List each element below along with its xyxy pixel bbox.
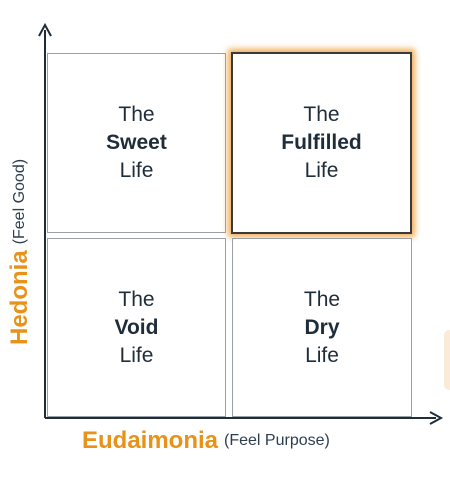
quadrant-void-pre: The — [118, 287, 155, 311]
quadrant-sweet-pre: The — [118, 103, 155, 126]
quadrant-sweet-post: Life — [119, 159, 154, 182]
y-axis-label: Hedonia — [6, 250, 33, 345]
quadrant-void-name: Void — [114, 315, 159, 339]
quadrant-sweet-name: Sweet — [106, 131, 167, 154]
x-axis-label: Eudaimonia — [82, 427, 219, 454]
quadrant-sweet-life: The Sweet Life — [47, 53, 226, 233]
quadrant-fulfilled-post: Life — [304, 159, 339, 182]
edge-glow-decoration — [444, 330, 450, 390]
x-axis-sublabel: (Feel Purpose) — [224, 432, 330, 449]
quadrant-fulfilled-life: The Fulfilled Life — [231, 52, 412, 234]
x-axis-title: Eudaimonia (Feel Purpose) — [82, 425, 330, 457]
quadrant-dry-post: Life — [305, 343, 339, 367]
quadrant-dry-pre: The — [303, 287, 341, 311]
y-axis-arrowhead — [38, 22, 52, 37]
y-axis-title: Hedonia (Feel Good) — [2, 25, 38, 345]
quadrant-fulfilled-name: Fulfilled — [281, 131, 362, 154]
quadrant-void-post: Life — [119, 343, 154, 367]
quadrant-fulfilled-pre: The — [303, 103, 340, 126]
quadrant-dry-name: Dry — [304, 315, 340, 339]
x-axis-arrowhead — [429, 411, 444, 425]
quadrant-void-life: The Void Life — [47, 238, 226, 417]
quadrant-dry-life: The Dry Life — [232, 238, 412, 417]
y-axis-sublabel: (Feel Good) — [11, 158, 28, 245]
